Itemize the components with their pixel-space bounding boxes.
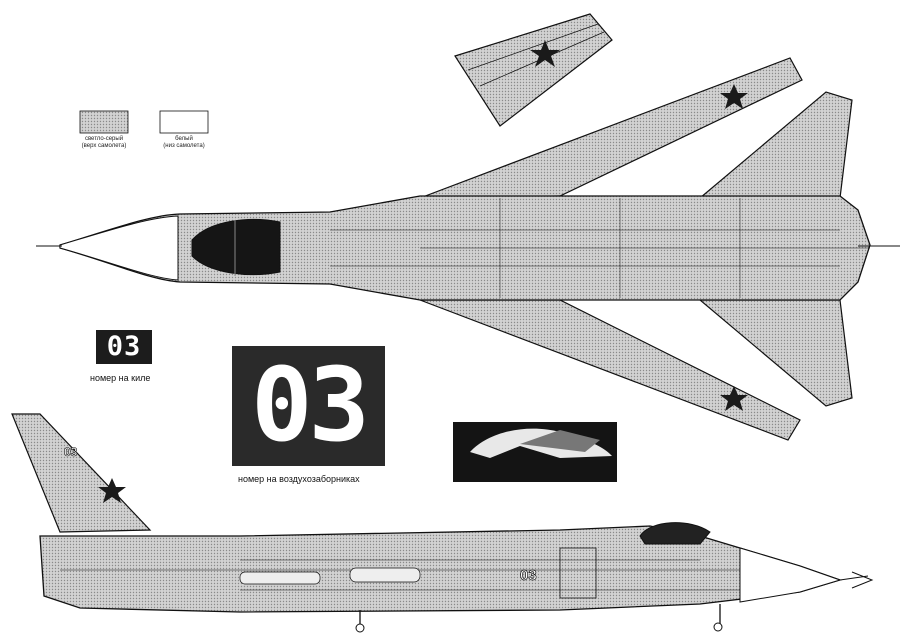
legend-bottom-color-name: белый [175, 136, 193, 142]
legend-bottom-color-label: белый (низ самолета) [152, 136, 216, 150]
side-view: 03 03 [11, 413, 874, 633]
legend-top-color-name: светло-серый [84, 136, 124, 142]
legend-bottom-color-note: (низ самолета) [163, 143, 205, 149]
white-swatch [159, 110, 209, 134]
legend-top-color-note: (верх самолета) [81, 143, 127, 149]
legend-top-color-label: светло-серый (верх самолета) [72, 136, 136, 150]
intake-number-caption: номер на воздухозаборниках [238, 474, 360, 484]
canopy-detail [453, 422, 617, 482]
intake-number-sample: 03 [232, 346, 385, 466]
svg-text:03: 03 [64, 445, 78, 459]
star-icon [720, 84, 748, 109]
svg-text:03: 03 [520, 567, 537, 584]
tail-number-caption: номер на киле [90, 373, 151, 383]
tail-number-sample: 03 [96, 330, 152, 364]
star-icon [98, 478, 126, 503]
star-icon [530, 40, 560, 67]
top-view [36, 57, 900, 441]
light-grey-swatch [79, 110, 129, 134]
star-icon [720, 386, 748, 411]
wing-inset-view [454, 13, 613, 127]
